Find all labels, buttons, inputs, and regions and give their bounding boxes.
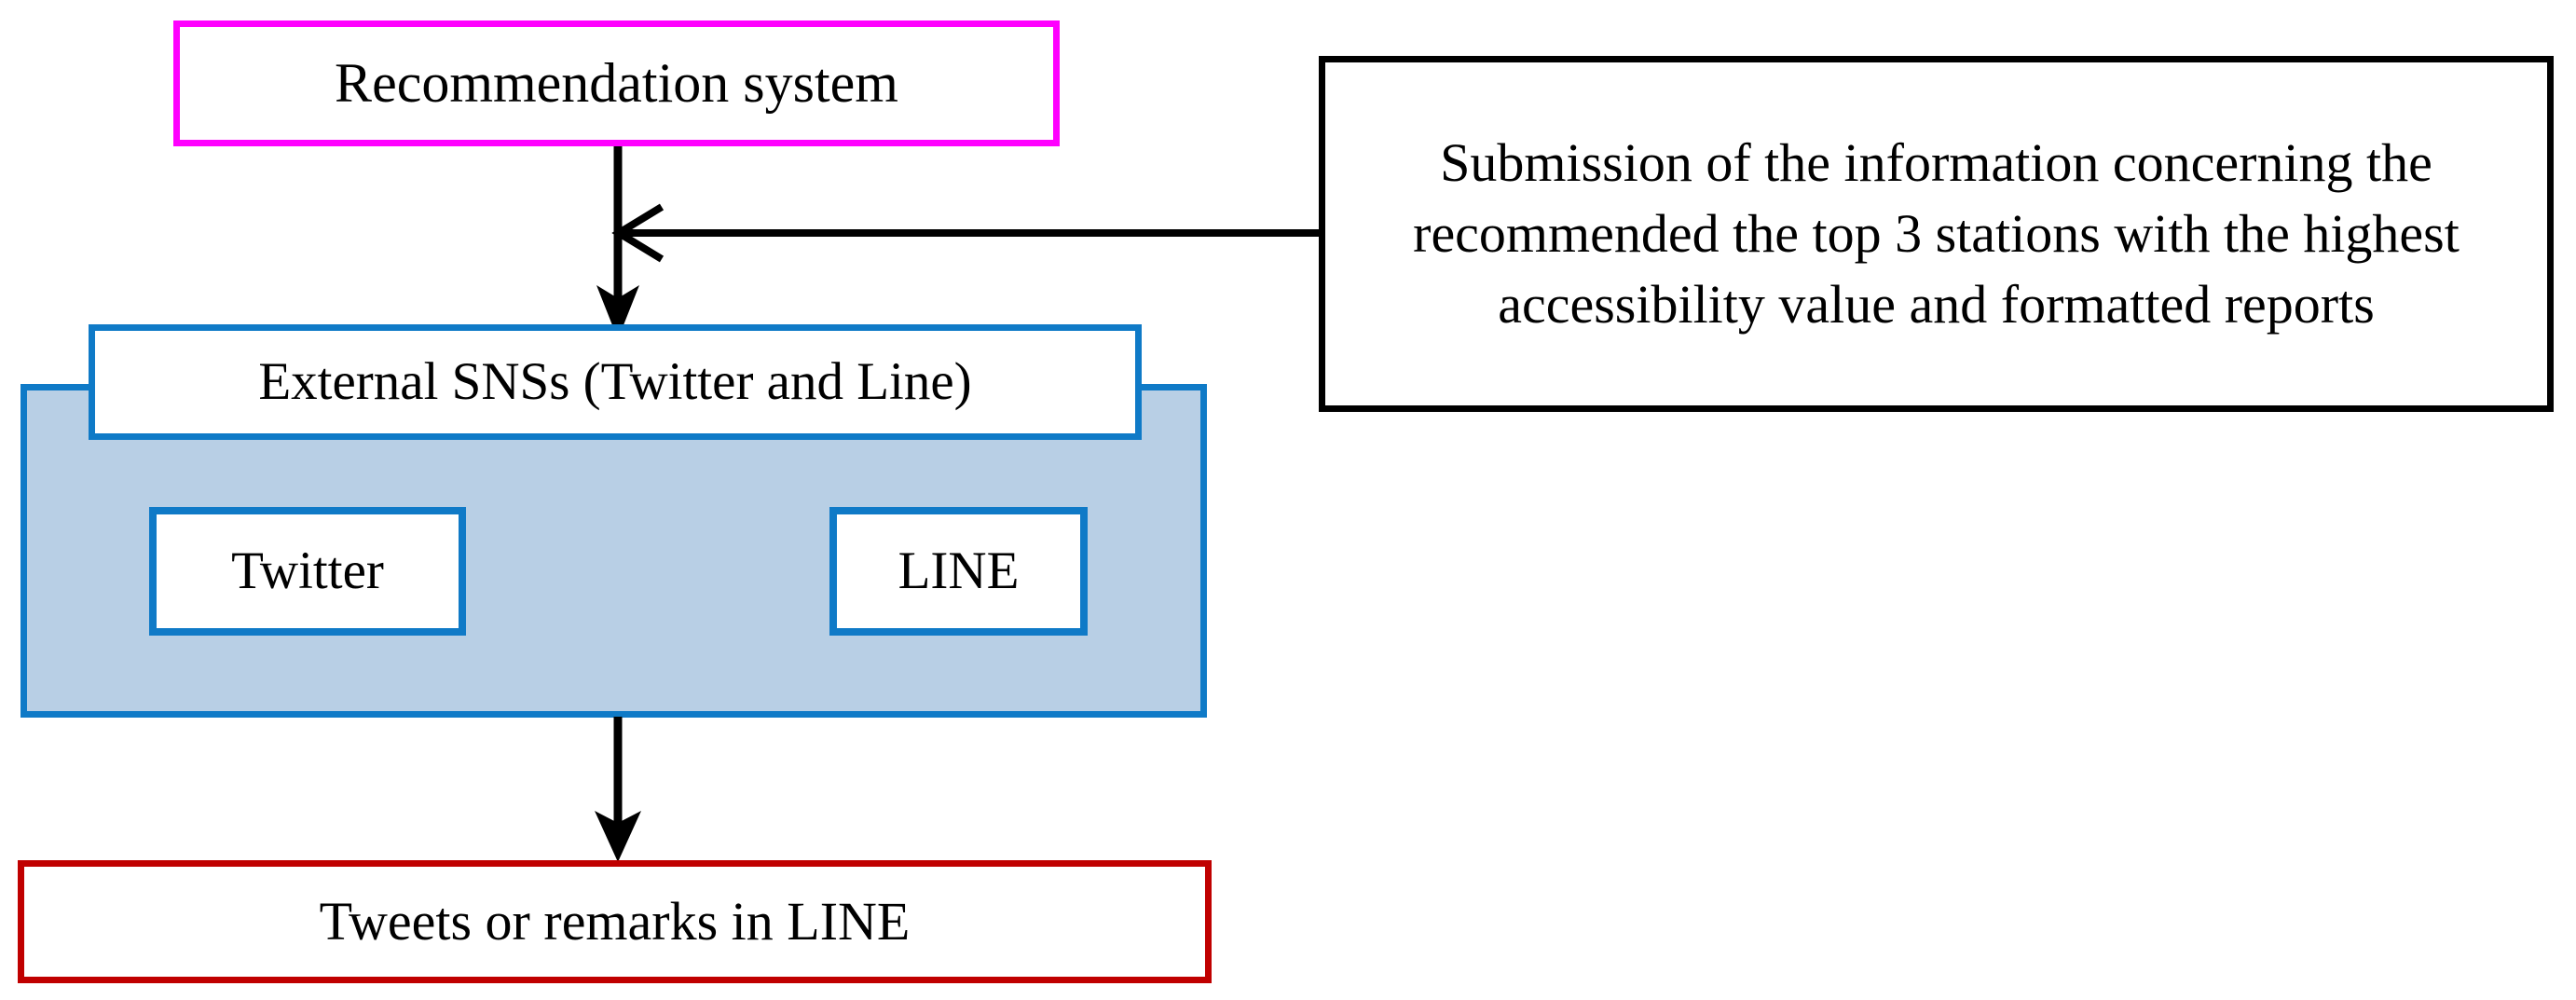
arrow-submission-note-to-trunk (611, 203, 1319, 263)
node-line-label: LINE (897, 541, 1020, 601)
node-recommendation-system[interactable]: Recommendation system (173, 21, 1060, 146)
node-recommendation-system-label: Recommendation system (335, 52, 898, 115)
arrow-external-snss-to-tweets (595, 717, 641, 862)
node-submission-note-label: Submission of the information concerning… (1413, 132, 2460, 335)
arrow-recsys-to-external-snss (596, 130, 639, 339)
node-twitter[interactable]: Twitter (149, 507, 466, 636)
node-external-snss[interactable]: External SNSs (Twitter and Line) (89, 324, 1142, 440)
node-submission-note[interactable]: Submission of the information concerning… (1319, 56, 2554, 412)
node-external-snss-label: External SNSs (Twitter and Line) (258, 352, 972, 412)
node-twitter-label: Twitter (231, 541, 384, 601)
node-tweets-remarks[interactable]: Tweets or remarks in LINE (18, 860, 1212, 983)
node-tweets-remarks-label: Tweets or remarks in LINE (319, 890, 911, 952)
node-line[interactable]: LINE (829, 507, 1088, 636)
